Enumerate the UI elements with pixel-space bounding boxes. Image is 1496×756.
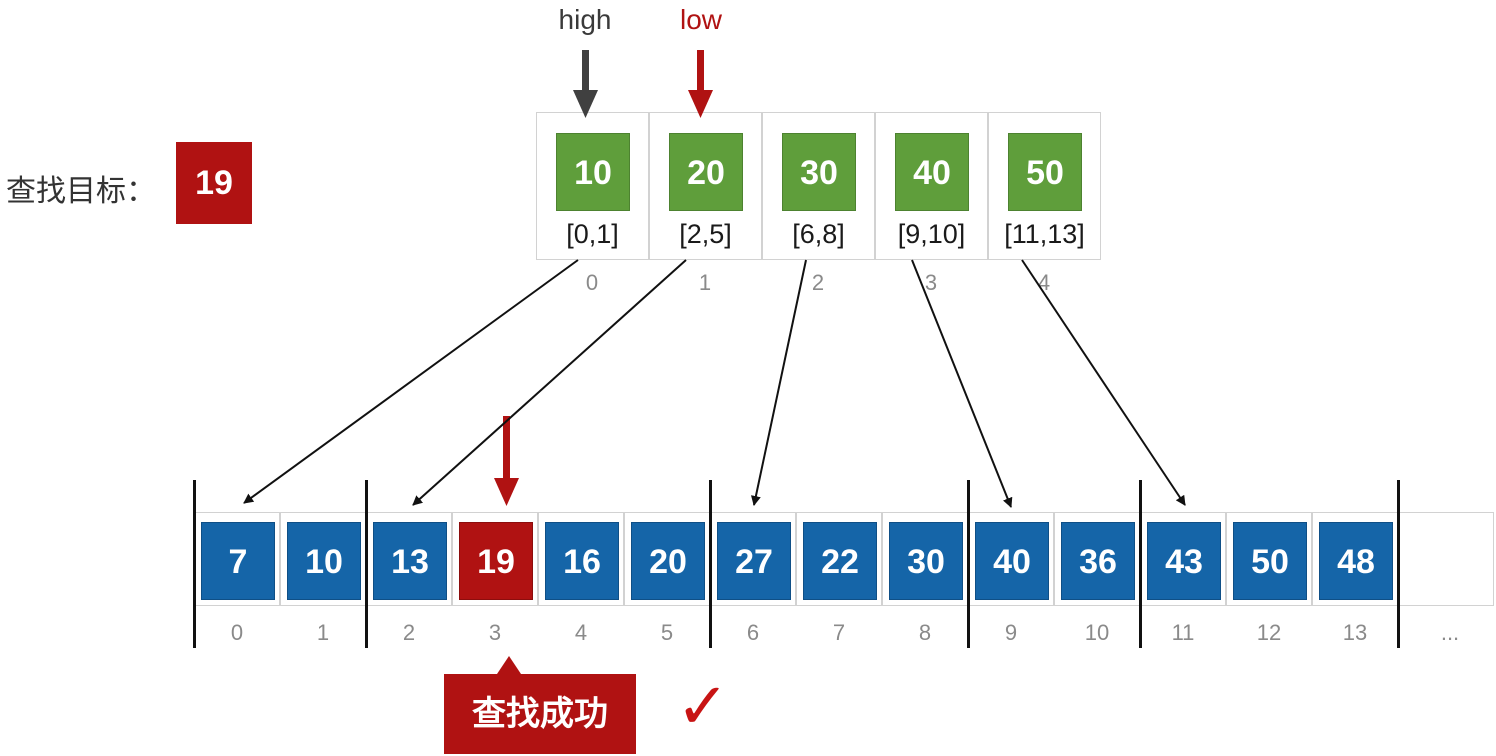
- checkmark-icon: ✓: [676, 670, 730, 742]
- array-cell: 30: [882, 512, 968, 606]
- array-cell: 19: [452, 512, 538, 606]
- index-range: [9,10]: [897, 219, 966, 249]
- index-max-box: 20: [669, 133, 743, 211]
- high-pointer-arrow: [573, 50, 598, 118]
- result-callout: 查找成功: [444, 674, 636, 754]
- index-table-index: 2: [811, 270, 825, 295]
- index-range: [2,5]: [679, 219, 732, 249]
- array-index: 13: [1342, 620, 1368, 645]
- array-value-box: 16: [545, 522, 619, 600]
- array-cell: 48: [1312, 512, 1398, 606]
- array-index: 8: [918, 620, 932, 645]
- array-value-box: 10: [287, 522, 361, 600]
- array-index: 7: [832, 620, 846, 645]
- index-cell: 30 [6,8]: [762, 112, 875, 260]
- index-cell: 20 [2,5]: [649, 112, 762, 260]
- array-value-box: 7: [201, 522, 275, 600]
- index-range: [0,1]: [566, 219, 619, 249]
- array-index: 0: [230, 620, 244, 645]
- low-pointer-arrow: [688, 50, 713, 118]
- index-table-index: 3: [924, 270, 938, 295]
- index-table-index: 0: [585, 270, 599, 295]
- array-cell: 20: [624, 512, 710, 606]
- index-cell: 10 [0,1]: [536, 112, 649, 260]
- array-value-box: 27: [717, 522, 791, 600]
- block-divider: [967, 480, 970, 648]
- array-value-box-found: 19: [459, 522, 533, 600]
- block-link-arrow: [412, 259, 687, 506]
- block-divider: [709, 480, 712, 648]
- array-index: 5: [660, 620, 674, 645]
- index-range: [11,13]: [1004, 219, 1085, 249]
- array-cell: 13: [366, 512, 452, 606]
- target-label: 查找目标：: [6, 175, 156, 208]
- array-value-box: 50: [1233, 522, 1307, 600]
- array-value-box: 36: [1061, 522, 1135, 600]
- array-index: 11: [1171, 620, 1195, 645]
- array-value-box: 22: [803, 522, 877, 600]
- array-cell: 40: [968, 512, 1054, 606]
- block-link-arrow: [750, 259, 807, 506]
- block-link-arrow: [1021, 259, 1186, 506]
- found-element-arrow: [494, 416, 519, 506]
- target-value-box: 19: [176, 142, 252, 224]
- array-index: 3: [488, 620, 502, 645]
- array-value-box: 43: [1147, 522, 1221, 600]
- array-index: 6: [746, 620, 760, 645]
- index-cell: 50 [11,13]: [988, 112, 1101, 260]
- array-cell: 10: [280, 512, 366, 606]
- index-cell: 40 [9,10]: [875, 112, 988, 260]
- array-cell: 16: [538, 512, 624, 606]
- block-link-arrow: [911, 259, 1013, 508]
- index-max-box: 40: [895, 133, 969, 211]
- result-callout-pointer: [497, 656, 521, 674]
- array-cell: 7: [194, 512, 280, 606]
- array-index: 10: [1084, 620, 1110, 645]
- index-max-box: 10: [556, 133, 630, 211]
- index-max-box: 50: [1008, 133, 1082, 211]
- array-index: 4: [574, 620, 588, 645]
- array-value-box: 13: [373, 522, 447, 600]
- block-divider: [365, 480, 368, 648]
- block-divider: [1139, 480, 1142, 648]
- array-cell-empty: [1398, 512, 1494, 606]
- high-pointer-label: high: [558, 4, 612, 35]
- array-index: 12: [1256, 620, 1282, 645]
- block-link-arrow: [243, 259, 579, 504]
- array-cell: 22: [796, 512, 882, 606]
- array-index: 2: [402, 620, 416, 645]
- block-divider: [193, 480, 196, 648]
- index-max-box: 30: [782, 133, 856, 211]
- array-value-box: 20: [631, 522, 705, 600]
- array-cell: 27: [710, 512, 796, 606]
- block-divider: [1397, 480, 1400, 648]
- array-index: 9: [1004, 620, 1018, 645]
- array-value-box: 48: [1319, 522, 1393, 600]
- index-table-index: 1: [698, 270, 712, 295]
- array-value-box: 40: [975, 522, 1049, 600]
- array-ellipsis: ...: [1440, 620, 1460, 645]
- low-pointer-label: low: [679, 4, 722, 35]
- array-cell: 36: [1054, 512, 1140, 606]
- index-range: [6,8]: [792, 219, 845, 249]
- array-cell: 50: [1226, 512, 1312, 606]
- array-value-box: 30: [889, 522, 963, 600]
- array-cell: 43: [1140, 512, 1226, 606]
- array-index: 1: [316, 620, 330, 645]
